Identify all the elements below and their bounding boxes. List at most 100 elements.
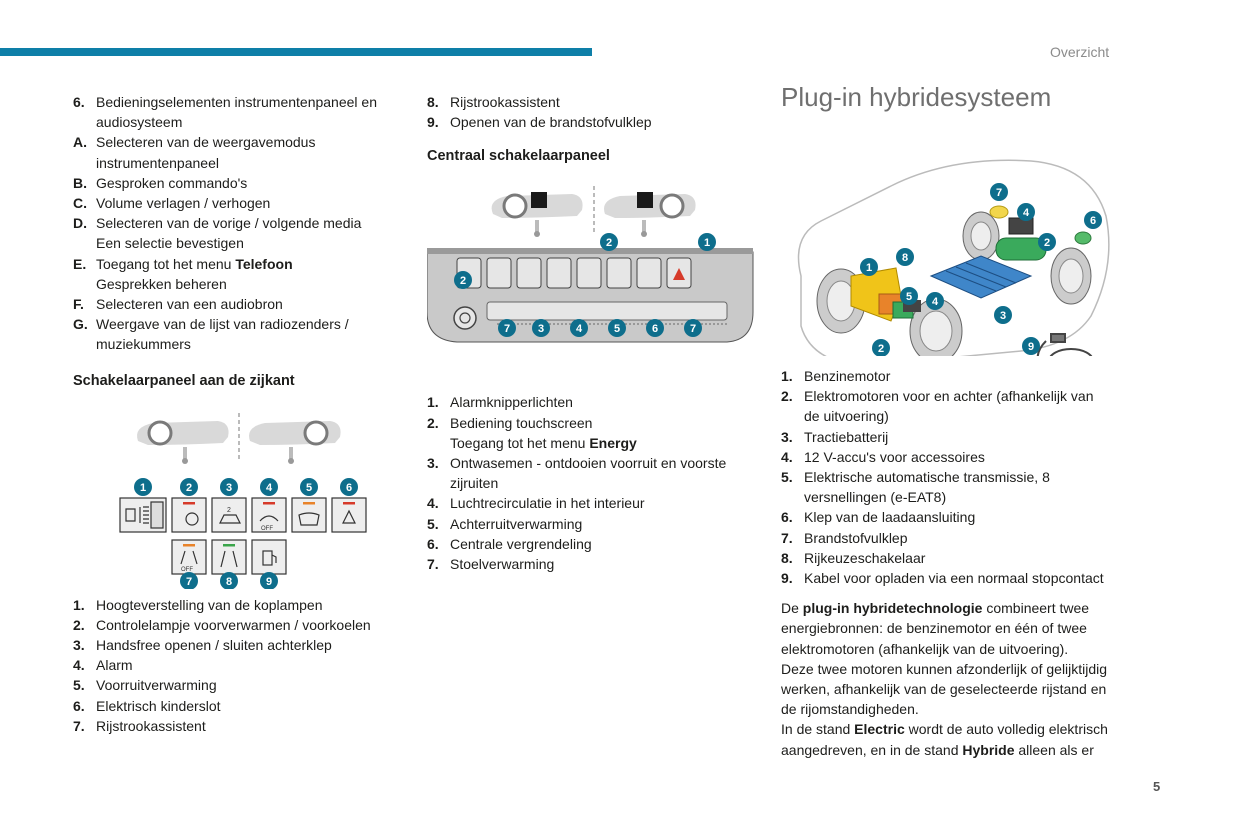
list-item: 6.Klep van de laadaansluiting <box>781 509 976 526</box>
callout-badge-label: 5 <box>614 323 620 335</box>
callout-badge-label: 4 <box>1023 207 1030 219</box>
callout-badge <box>600 233 618 252</box>
callout-badge-label: 7 <box>186 576 192 588</box>
list-item: G. Weergave van de lijst van radiozender… <box>73 316 349 353</box>
callout-badge <box>1022 337 1040 355</box>
callout-badge <box>926 292 944 310</box>
list-item: 5.Achterruitverwarming <box>427 515 583 532</box>
callout-badge <box>134 477 152 496</box>
off-label-lane: OFF <box>181 567 193 573</box>
list-item: 2.Elektromotoren voor en achter (afhanke… <box>781 388 1094 425</box>
header-accent-bar <box>0 48 592 56</box>
dashboard-right-icon <box>249 420 341 464</box>
indicator-red <box>183 501 195 505</box>
callout-badge <box>994 306 1012 324</box>
callout-badge <box>180 477 198 496</box>
column-2: 8.Rijstrookassistent 9.Openen van de bra… <box>427 92 757 574</box>
list-item: 1.Hoogteverstelling van de koplampen <box>73 596 323 613</box>
callout-badge <box>698 233 716 252</box>
callout-badge <box>1017 203 1035 221</box>
list-item: B. Gesproken commando's <box>73 174 248 191</box>
wheel-rear-left <box>962 211 1000 261</box>
callout-badge <box>454 271 472 290</box>
list-item: 6.Elektrisch kinderslot <box>73 697 221 714</box>
steering-controls-list: 6. Bedieningselementen instrumentenpanee… <box>73 92 393 355</box>
list-item: 8.Rijkeuzeschakelaar <box>781 549 926 566</box>
callout-badge-label: 6 <box>346 482 352 494</box>
callout-badge-label: 3 <box>538 323 544 335</box>
callout-badge-label: 5 <box>306 482 312 494</box>
list-item: 7.Stoelverwarming <box>427 556 555 573</box>
tailgate-icon <box>219 514 241 524</box>
car-outline <box>797 159 1110 356</box>
central-panel-list: 1.Alarmknipperlichten 2. Bediening touch… <box>427 392 757 574</box>
callout-badge-label: 3 <box>226 482 232 494</box>
switch-row-1 <box>119 497 367 533</box>
lane-assist-2-icon <box>220 550 238 567</box>
hazard-icon <box>673 268 685 281</box>
callout-badge-label: 9 <box>1028 341 1034 353</box>
indicator-red <box>263 501 275 505</box>
callout-badge <box>860 258 878 276</box>
charging-cable <box>1036 333 1093 356</box>
callout-badge-label: 1 <box>866 262 872 274</box>
callout-badge-label: 2 <box>186 482 192 494</box>
callout-badge <box>684 319 702 338</box>
preconditioning-icon <box>185 512 199 526</box>
callout-badge <box>340 477 358 496</box>
callout-badge <box>990 183 1008 201</box>
callout-badge <box>872 339 890 356</box>
list-item: 3. Ontwasemen - ontdooien voorruit en vo… <box>427 455 727 492</box>
svg-text:2: 2 <box>227 507 231 514</box>
callout-badge <box>498 319 516 338</box>
section-label: Overzicht <box>1050 44 1110 60</box>
list-item: 5.Voorruitverwarming <box>73 677 217 694</box>
list-item: 9.Kabel voor opladen via een normaal sto… <box>781 570 1104 587</box>
side-panel-list: 1.Hoogteverstelling van de koplampen 2.C… <box>73 595 393 736</box>
callout-badge-label: 1 <box>704 237 710 249</box>
callout-badge <box>180 571 198 589</box>
headlamp-height-icon <box>125 501 164 529</box>
callout-badge-label: 7 <box>504 323 510 335</box>
list-item: 1.Benzinemotor <box>781 368 891 384</box>
callout-badge-label: 7 <box>996 187 1002 199</box>
fuel-flap-icon <box>262 550 273 566</box>
list-item: 2.Controlelampje voorverwarmen / voorkoe… <box>73 616 371 633</box>
indicator-green <box>223 543 235 547</box>
callout-badge <box>260 571 278 589</box>
list-item: 6. Bedieningselementen instrumentenpanee… <box>73 94 377 131</box>
windscreen-heating-icon <box>298 512 320 526</box>
callout-badge-label: 8 <box>226 576 232 588</box>
page-number: 5 <box>1153 779 1161 794</box>
list-item: 9.Openen van de brandstofvulklep <box>427 114 652 131</box>
callout-badge <box>900 287 918 305</box>
callout-badge <box>570 319 588 338</box>
callout-badge-label: 2 <box>1044 237 1050 249</box>
list-item: 3.Tractiebatterij <box>781 428 889 445</box>
12v-battery <box>1008 217 1034 235</box>
callout-badge-label: 8 <box>902 252 908 264</box>
alarm-icon <box>259 515 279 522</box>
indicator-orange <box>183 543 195 547</box>
callout-badge <box>896 248 914 266</box>
callout-badge-label: 4 <box>576 323 583 335</box>
callout-badge <box>220 477 238 496</box>
list-item: 3.Handsfree openen / sluiten achterklep <box>73 637 332 654</box>
list-item: F. Selecteren van een audiobron <box>73 296 283 313</box>
callout-badge-label: 4 <box>266 482 273 494</box>
list-item: D. Selecteren van de vorige / volgende m… <box>73 215 362 252</box>
fuel-flap <box>989 205 1009 219</box>
callout-badge <box>608 319 626 338</box>
wheel-rear-right <box>1050 247 1092 305</box>
callout-badge-label: 6 <box>652 323 658 335</box>
list-item: 1.Alarmknipperlichten <box>427 394 573 411</box>
callout-badge-label: 4 <box>932 296 939 308</box>
hybrid-description: De plug-in hybridetechnologie combineert… <box>781 600 1108 758</box>
callout-badge <box>1084 211 1102 229</box>
hybrid-system-list: 1.Benzinemotor 2.Elektromotoren voor en … <box>781 366 1121 588</box>
callout-badge <box>220 571 238 589</box>
